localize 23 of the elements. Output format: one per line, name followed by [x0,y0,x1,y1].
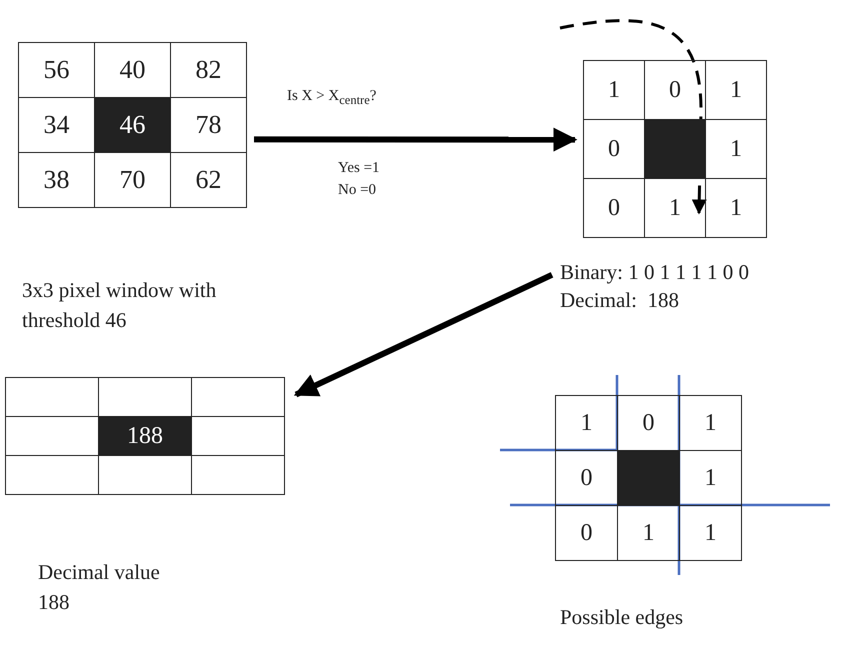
dark-cell: 46 [94,97,171,153]
grid-caption: 3x3 pixel window with threshold 46 [22,277,218,334]
dark-cell: 188 [98,416,192,456]
grid-cell: 62 [170,152,247,208]
grid-cell: 0 [583,178,645,238]
grid-cell: 1 [705,60,767,120]
grid-cell: 1 [583,60,645,120]
condition-text: Yes =1 [338,160,380,177]
result-text: Decimal: 188 [560,287,680,314]
grid-cell: 0 [555,505,618,561]
grid-cell: 38 [18,152,95,208]
grid-cell: 1 [679,505,742,561]
grid-cell: 82 [170,42,247,98]
grid-cell: 1 [705,178,767,238]
condition-text: No =0 [338,182,376,199]
result-text: Binary: 1 0 1 1 1 1 0 0 [560,259,749,286]
grid-cell: 1 [679,395,742,451]
arrow [254,128,578,152]
grid-caption: Decimal value 188 [38,559,161,616]
grid-cell: 1 [555,395,618,451]
grid-cell: 56 [18,42,95,98]
grid-caption: Possible edges [560,604,684,631]
arrow [294,272,554,398]
